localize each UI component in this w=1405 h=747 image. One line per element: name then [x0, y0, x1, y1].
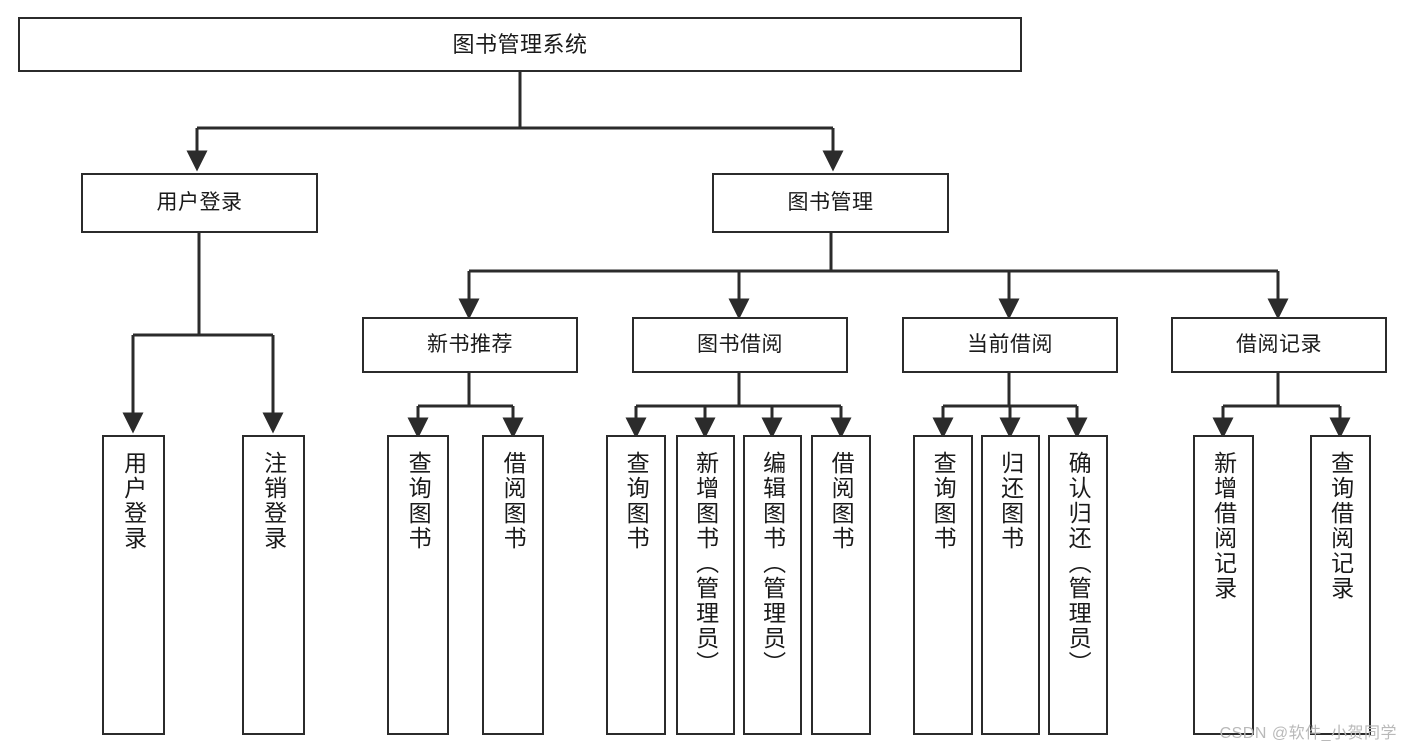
leaf-book-borrow-query[interactable]: 查询图书 [606, 435, 666, 735]
leaf-current-borrow-return[interactable]: 归还图书 [981, 435, 1040, 735]
leaf-user-login-logout-label: 注销登录 [260, 451, 287, 551]
node-current-borrow[interactable]: 当前借阅 [902, 317, 1118, 373]
node-new-book-recommend[interactable]: 新书推荐 [362, 317, 578, 373]
leaf-user-login-logout[interactable]: 注销登录 [242, 435, 305, 735]
node-user-login-label: 用户登录 [156, 190, 243, 214]
node-book-management-label: 图书管理 [787, 190, 874, 214]
leaf-book-borrow-borrow-label: 借阅图书 [828, 451, 855, 551]
node-book-borrow-label: 图书借阅 [697, 332, 783, 356]
leaf-current-borrow-return-label: 归还图书 [997, 451, 1024, 551]
leaf-borrow-record-add-label: 新增借阅记录 [1210, 451, 1237, 601]
leaf-new-book-query-label: 查询图书 [405, 451, 432, 551]
leaf-book-borrow-borrow[interactable]: 借阅图书 [811, 435, 871, 735]
leaf-current-borrow-confirm-label: 确认归还（管理员） [1065, 451, 1092, 676]
leaf-book-borrow-edit[interactable]: 编辑图书（管理员） [743, 435, 802, 735]
leaf-book-borrow-edit-label: 编辑图书（管理员） [759, 451, 786, 676]
leaf-book-borrow-add[interactable]: 新增图书（管理员） [676, 435, 735, 735]
node-root-label: 图书管理系统 [452, 31, 588, 57]
node-book-management[interactable]: 图书管理 [712, 173, 949, 233]
leaf-new-book-borrow-label: 借阅图书 [500, 451, 527, 551]
leaf-book-borrow-add-label: 新增图书（管理员） [692, 451, 719, 676]
node-borrow-record-label: 借阅记录 [1236, 332, 1322, 356]
leaf-current-borrow-query[interactable]: 查询图书 [913, 435, 973, 735]
node-root-book-management-system[interactable]: 图书管理系统 [18, 17, 1022, 72]
leaf-borrow-record-add[interactable]: 新增借阅记录 [1193, 435, 1254, 735]
leaf-book-borrow-query-label: 查询图书 [623, 451, 650, 551]
leaf-new-book-query[interactable]: 查询图书 [387, 435, 449, 735]
leaf-current-borrow-query-label: 查询图书 [930, 451, 957, 551]
leaf-current-borrow-confirm[interactable]: 确认归还（管理员） [1048, 435, 1108, 735]
leaf-user-login-login-label: 用户登录 [120, 451, 147, 551]
node-current-borrow-label: 当前借阅 [967, 332, 1053, 356]
node-borrow-record[interactable]: 借阅记录 [1171, 317, 1387, 373]
leaf-borrow-record-query-label: 查询借阅记录 [1327, 451, 1354, 601]
node-user-login[interactable]: 用户登录 [81, 173, 318, 233]
csdn-watermark: CSDN @软件_小贺同学 [1219, 725, 1397, 742]
leaf-user-login-login[interactable]: 用户登录 [102, 435, 165, 735]
leaf-new-book-borrow[interactable]: 借阅图书 [482, 435, 544, 735]
node-book-borrow[interactable]: 图书借阅 [632, 317, 848, 373]
node-new-book-recommend-label: 新书推荐 [427, 332, 513, 356]
leaf-borrow-record-query[interactable]: 查询借阅记录 [1310, 435, 1371, 735]
